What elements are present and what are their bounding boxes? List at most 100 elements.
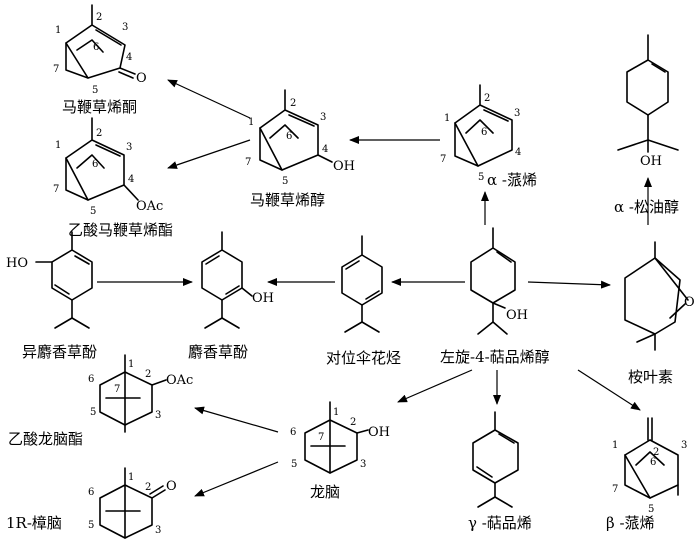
- beta-pinene-structure: 1 2 3 5 6 7: [612, 417, 687, 515]
- locant-1: 1: [55, 25, 61, 36]
- cineole-structure: O: [624, 241, 695, 351]
- locant-1: 1: [55, 140, 61, 151]
- label-isothymol: 异麝香草酚: [22, 343, 97, 361]
- locant-3: 3: [122, 22, 128, 33]
- locant-2: 2: [96, 128, 102, 139]
- terpinen-4-ol-structure: OH: [470, 227, 528, 335]
- verbenone-structure: 1 2 3 4 5 6 7 O: [53, 4, 147, 96]
- locant-5: 5: [90, 206, 96, 217]
- locant-5: 5: [90, 407, 96, 418]
- arrow-terpinenol-to-cineole: [527, 280, 611, 289]
- verbenyl-acetate-structure: 1 2 3 4 5 6 7 OAc: [53, 117, 163, 217]
- hydroxyl-group: OH: [506, 308, 528, 323]
- locant-1: 1: [128, 472, 134, 483]
- locant-1: 1: [333, 407, 339, 418]
- locant-7: 7: [318, 432, 324, 443]
- label-thymol: 麝香草酚: [188, 343, 248, 361]
- locant-7: 7: [245, 157, 251, 168]
- oxygen-atom: O: [684, 295, 695, 310]
- locant-7: 7: [53, 184, 59, 195]
- borneol-structure: 1 2 3 5 6 7 OH: [290, 401, 390, 474]
- locant-2: 2: [350, 417, 356, 428]
- locant-2: 2: [653, 447, 659, 458]
- locant-5: 5: [92, 85, 98, 96]
- locant-3: 3: [155, 525, 161, 536]
- label-alpha-pinene: α -蒎烯: [487, 171, 537, 189]
- acetate-group: OAc: [136, 199, 163, 214]
- thymol-structure: OH: [201, 231, 274, 329]
- locant-4: 4: [515, 147, 521, 158]
- locant-3: 3: [360, 459, 366, 470]
- locant-5: 5: [291, 459, 297, 470]
- locant-6: 6: [93, 42, 99, 53]
- locant-1: 1: [128, 359, 134, 370]
- locant-1: 1: [444, 113, 450, 124]
- locant-6: 6: [481, 127, 487, 138]
- oxygen-atom: O: [166, 479, 177, 494]
- locant-6: 6: [286, 131, 292, 142]
- locant-1: 1: [612, 440, 618, 451]
- locant-3: 3: [155, 410, 161, 421]
- arrow-borneol-to-bornyl-acetate: [194, 406, 279, 433]
- label-beta-pinene: β -蒎烯: [606, 514, 655, 532]
- locant-7: 7: [440, 154, 446, 165]
- locant-1: 1: [248, 117, 254, 128]
- locant-3: 3: [320, 112, 326, 123]
- alpha-pinene-structure: 1 2 3 4 5 6 7: [440, 84, 521, 183]
- arrow-verbenol-to-verbenyl-acetate: [167, 139, 251, 169]
- p-cymene-structure: [341, 235, 383, 333]
- isothymol-structure: HO: [6, 231, 93, 329]
- arrow-borneol-to-camphor: [194, 461, 279, 497]
- locant-7: 7: [53, 64, 59, 75]
- label-borneol: 龙脑: [310, 483, 340, 501]
- locant-6: 6: [88, 487, 94, 498]
- gamma-terpinene-structure: [472, 411, 519, 508]
- verbenol-structure: 1 2 3 4 5 6 7 OH: [245, 89, 355, 187]
- locant-4: 4: [126, 52, 132, 63]
- locant-2: 2: [145, 369, 151, 380]
- locant-6: 6: [650, 457, 656, 468]
- locant-5: 5: [88, 520, 94, 531]
- hydroxyl-group: HO: [6, 256, 28, 271]
- locant-4: 4: [322, 144, 328, 155]
- arrow-verbenol-to-verbenone: [167, 79, 251, 119]
- locant-5: 5: [282, 176, 288, 187]
- locant-3: 3: [681, 440, 687, 451]
- label-verbenol: 马鞭草烯醇: [250, 191, 325, 209]
- locant-6: 6: [88, 374, 94, 385]
- locant-7: 7: [114, 384, 120, 395]
- hydroxyl-group: OH: [333, 159, 355, 174]
- locant-3: 3: [514, 108, 520, 119]
- locant-6: 6: [92, 159, 98, 170]
- locant-5: 5: [648, 504, 654, 515]
- label-verbenyl-acetate: 乙酸马鞭草烯酯: [68, 221, 173, 239]
- locant-3: 3: [126, 142, 132, 153]
- label-p-cymene: 对位伞花烃: [326, 349, 401, 367]
- label-alpha-terpineol: α -松油醇: [614, 198, 679, 216]
- label-cineole: 桉叶素: [628, 368, 673, 386]
- camphor-structure: 1 2 3 5 6 O: [88, 467, 177, 539]
- acetate-group: OAc: [166, 373, 193, 388]
- locant-2: 2: [290, 98, 296, 109]
- locant-2: 2: [96, 12, 102, 23]
- bornyl-acetate-structure: 1 2 3 5 6 7 OAc: [88, 354, 193, 433]
- label-bornyl-acetate: 乙酸龙脑酯: [8, 430, 83, 448]
- arrow-terpinenol-to-borneol: [397, 369, 473, 403]
- locant-2: 2: [145, 482, 151, 493]
- locant-7: 7: [612, 484, 618, 495]
- locant-2: 2: [484, 93, 490, 104]
- label-verbenone: 马鞭草烯酮: [62, 98, 137, 116]
- label-terpinen-4-ol: 左旋-4-萜品烯醇: [440, 348, 550, 366]
- alpha-terpineol-structure: OH: [617, 34, 679, 169]
- oxygen-atom: O: [136, 71, 147, 86]
- hydroxyl-group: OH: [252, 291, 274, 306]
- locant-5: 5: [478, 172, 484, 183]
- label-gamma-terpinene: γ -萜品烯: [468, 514, 532, 532]
- hydroxyl-group: OH: [640, 154, 662, 169]
- arrow-terpinenol-to-beta-pinene: [577, 369, 641, 411]
- label-camphor: 1R-樟脑: [6, 514, 62, 532]
- locant-4: 4: [128, 174, 134, 185]
- hydroxyl-group: OH: [368, 425, 390, 440]
- locant-6: 6: [290, 427, 296, 438]
